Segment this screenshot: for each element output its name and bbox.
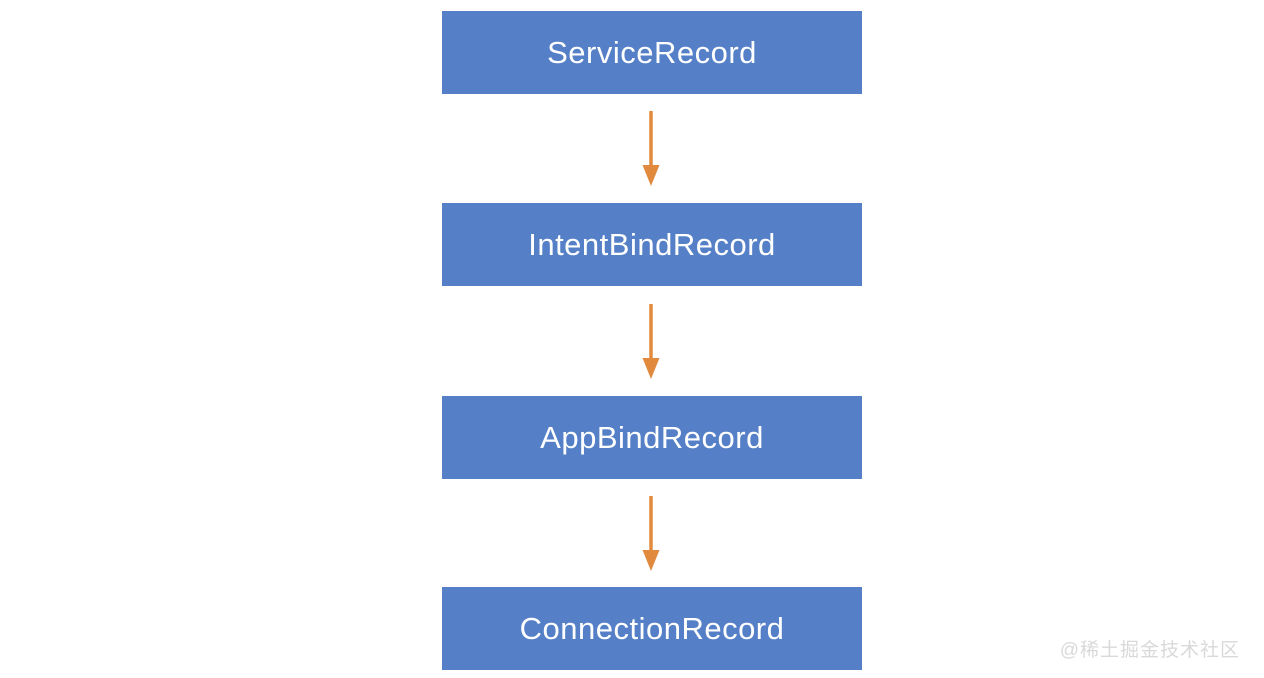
arrow-down-icon: [641, 110, 661, 187]
watermark: @稀土掘金技术社区: [1059, 640, 1240, 661]
arrow-down-icon: [641, 495, 661, 572]
node-app-bind-record: AppBindRecord: [442, 396, 862, 479]
node-service-record: ServiceRecord: [442, 11, 862, 94]
node-label: AppBindRecord: [540, 419, 764, 455]
node-label: ConnectionRecord: [519, 610, 785, 646]
node-intent-bind-record: IntentBindRecord: [442, 203, 862, 286]
arrow-down-icon: [641, 303, 661, 380]
node-label: ServiceRecord: [547, 34, 757, 70]
node-connection-record: ConnectionRecord: [442, 587, 862, 670]
node-label: IntentBindRecord: [528, 226, 776, 262]
